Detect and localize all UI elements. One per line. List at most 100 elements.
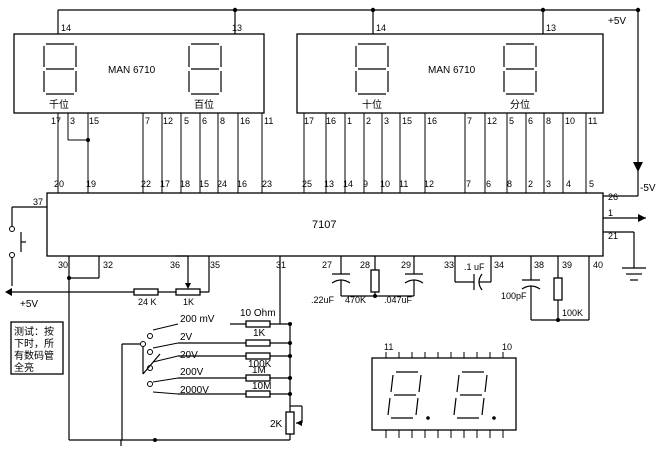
led-digit-2 [453, 371, 488, 419]
ground-symbol [603, 231, 646, 281]
range-resistor-label: 10 Ohm [240, 308, 276, 319]
svg-text:1: 1 [347, 116, 352, 126]
svg-text:22: 22 [141, 179, 151, 189]
svg-text:4: 4 [566, 179, 571, 189]
led-display-package: 11 10 [371, 342, 517, 438]
svg-text:11: 11 [264, 116, 273, 126]
svg-text:12: 12 [487, 116, 497, 126]
res-470k-label: 470K [345, 295, 366, 305]
svg-text:8: 8 [546, 116, 551, 126]
svg-text:13: 13 [324, 179, 334, 189]
svg-text:25: 25 [302, 179, 312, 189]
display-right-part-label: MAN 6710 [428, 65, 476, 76]
svg-text:14: 14 [343, 179, 353, 189]
pin-label: 14 [61, 23, 71, 33]
svg-text:27: 27 [322, 260, 332, 270]
pot-1k-label: 1K [183, 297, 194, 307]
svg-text:3: 3 [546, 179, 551, 189]
ic-7107: 7107 20 19 22 17 18 15 24 16 23 25 13 14… [33, 179, 618, 270]
svg-text:9: 9 [363, 179, 368, 189]
range-label: 2000V [180, 385, 209, 396]
note-line: 下时，所 [14, 338, 54, 350]
ic-part-label: 7107 [312, 219, 336, 231]
display-module-right: MAN 6710 十位 分位 14 13 [296, 23, 604, 114]
svg-text:15: 15 [89, 116, 99, 126]
segment-bus [57, 113, 587, 193]
svg-text:16: 16 [427, 116, 437, 126]
svg-text:3: 3 [384, 116, 389, 126]
svg-text:28: 28 [360, 260, 370, 270]
analog-components: .22uF 470K .047uF .1 uF 100pF [311, 256, 590, 322]
svg-text:18: 18 [180, 179, 190, 189]
svg-text:8: 8 [220, 116, 225, 126]
svg-text:32: 32 [103, 260, 113, 270]
svg-text:37: 37 [33, 197, 43, 207]
svg-text:11: 11 [399, 179, 408, 189]
svg-text:6: 6 [486, 179, 491, 189]
svg-text:15: 15 [199, 179, 209, 189]
svg-text:11: 11 [588, 116, 597, 126]
test-note: 测试：按 下时，所 有数码管 全亮 [10, 321, 64, 375]
range-label: 20V [180, 350, 198, 361]
pos-supply-label-left: +5V [20, 299, 38, 310]
range-resistor-label: 1K [253, 328, 266, 339]
svg-text:35: 35 [210, 260, 220, 270]
svg-text:10: 10 [380, 179, 390, 189]
svg-text:24: 24 [217, 179, 227, 189]
svg-text:17: 17 [160, 179, 170, 189]
svg-text:16: 16 [237, 179, 247, 189]
svg-text:29: 29 [401, 260, 411, 270]
svg-text:23: 23 [262, 179, 272, 189]
svg-text:40: 40 [593, 260, 603, 270]
note-line: 有数码管 [14, 349, 54, 362]
svg-text:5: 5 [589, 179, 594, 189]
svg-text:38: 38 [534, 260, 544, 270]
svg-text:6: 6 [202, 116, 207, 126]
range-resistor-label: 100K [248, 359, 272, 370]
pos-supply-label-top: +5V [608, 16, 626, 27]
res-100k-label: 100K [562, 308, 583, 318]
svg-text:16: 16 [240, 116, 250, 126]
digit-label-thousands: 千位 [49, 98, 69, 111]
svg-text:26: 26 [608, 192, 618, 202]
svg-text:36: 36 [170, 260, 180, 270]
svg-text:17: 17 [304, 116, 314, 126]
led-pin-label: 11 [384, 342, 393, 352]
svg-text:12: 12 [163, 116, 173, 126]
neg-supply-label: -5V [640, 183, 656, 194]
led-digit-1 [387, 371, 422, 419]
range-divider: 10 Ohm 1K 100K 1M 10M 200 mV 2V 20V 200V… [121, 308, 303, 440]
svg-text:2: 2 [528, 179, 533, 189]
digit-label-hundreds: 百位 [194, 98, 214, 111]
pin-label: 14 [376, 23, 386, 33]
svg-text:15: 15 [402, 116, 412, 126]
svg-text:5: 5 [184, 116, 189, 126]
pot-2k-label: 2K [270, 419, 283, 430]
range-label: 200 mV [180, 314, 215, 325]
svg-text:30: 30 [58, 260, 68, 270]
note-line: 全亮 [14, 361, 34, 374]
digit-label-decimal: 分位 [510, 98, 530, 111]
display-bottom-pin-labels: 17 3 15 7 12 5 6 8 16 11 17 16 1 2 3 15 … [51, 116, 597, 126]
pin-label: 13 [546, 23, 556, 33]
svg-text:2: 2 [366, 116, 371, 126]
svg-text:20: 20 [54, 179, 64, 189]
cap-022-label: .22uF [311, 295, 335, 305]
svg-text:7: 7 [466, 179, 471, 189]
svg-text:5: 5 [509, 116, 514, 126]
svg-text:7: 7 [145, 116, 150, 126]
top-supply-rail: +5V [57, 7, 643, 197]
note-line: 测试：按 [14, 325, 54, 338]
digit-label-tens: 十位 [362, 98, 382, 111]
svg-text:33: 33 [444, 260, 454, 270]
range-label: 200V [180, 367, 204, 378]
svg-text:8: 8 [507, 179, 512, 189]
range-resistor-label: 1M [252, 365, 266, 376]
svg-text:10: 10 [565, 116, 575, 126]
svg-text:3: 3 [70, 116, 75, 126]
svg-text:16: 16 [326, 116, 336, 126]
svg-text:6: 6 [528, 116, 533, 126]
cap-01-label: .1 uF [464, 262, 485, 272]
cap-100pf-label: 100pF [501, 291, 527, 301]
